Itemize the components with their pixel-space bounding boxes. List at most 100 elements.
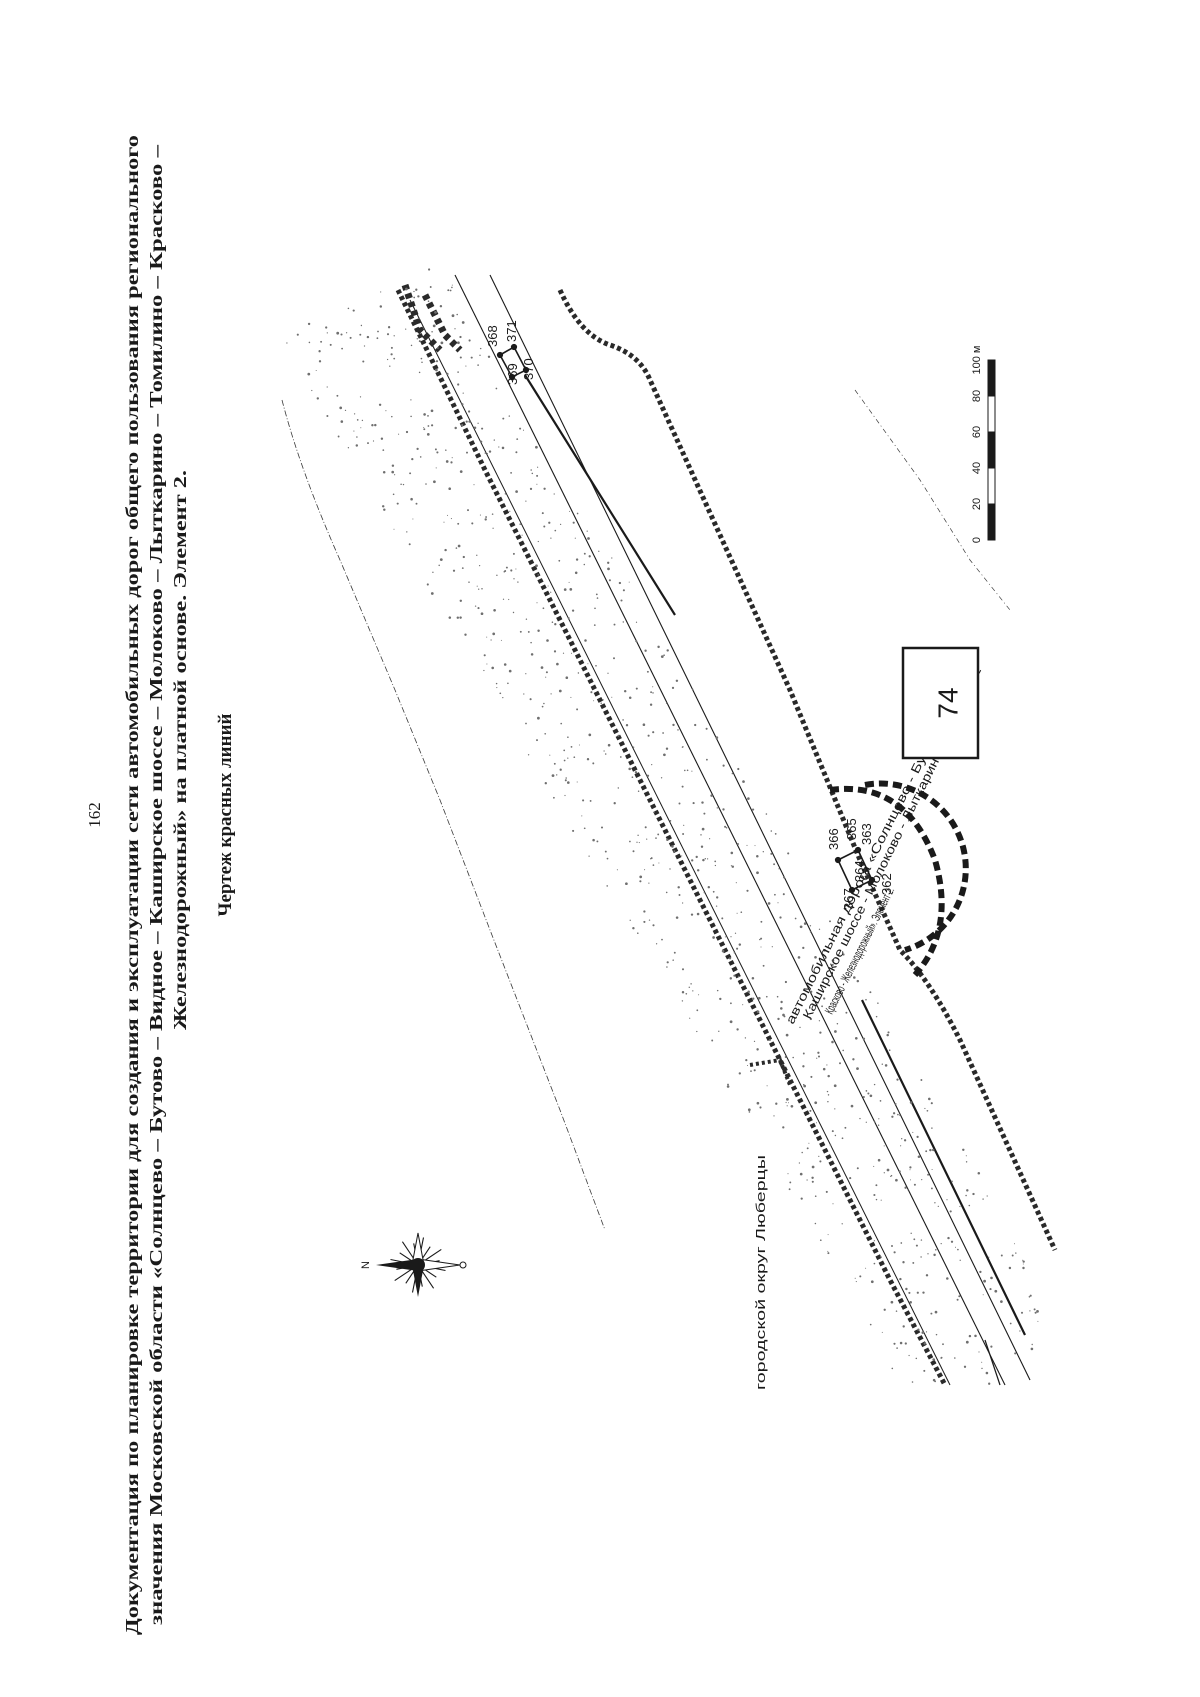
texture-dot <box>558 559 561 562</box>
texture-dot <box>567 617 570 620</box>
texture-dot <box>316 397 319 400</box>
terrain-lines <box>281 389 1011 1231</box>
texture-dot <box>690 913 694 916</box>
texture-dot <box>462 392 464 394</box>
texture-dot <box>923 1369 926 1372</box>
texture-dot <box>510 569 513 572</box>
texture-dot <box>958 1295 961 1298</box>
texture-dot <box>428 268 431 271</box>
texture-dot <box>689 1017 691 1019</box>
texture-dot <box>784 1056 787 1058</box>
texture-dot <box>814 1101 818 1105</box>
texture-dot <box>774 893 776 896</box>
texture-dot <box>391 415 393 418</box>
texture-dot <box>786 1098 789 1101</box>
texture-dot <box>771 946 773 948</box>
texture-dot <box>688 986 691 989</box>
texture-dot <box>363 345 366 347</box>
texture-dot <box>774 833 777 835</box>
texture-dot <box>451 314 455 318</box>
texture-dot <box>787 1173 789 1175</box>
page-number: 162 <box>85 802 104 828</box>
texture-dot <box>1015 1252 1017 1254</box>
texture-dot <box>756 1048 759 1051</box>
texture-dot <box>809 1017 813 1021</box>
texture-dot <box>747 1108 751 1112</box>
texture-dot <box>554 529 557 532</box>
texture-dot <box>900 1145 902 1147</box>
texture-dot <box>735 882 737 884</box>
texture-dot <box>923 1342 926 1345</box>
texture-dot <box>456 313 458 316</box>
texture-dot <box>417 295 420 298</box>
texture-dot <box>909 1179 912 1181</box>
texture-dot <box>887 1031 890 1034</box>
texture-dot <box>691 770 693 772</box>
texture-dot <box>423 413 426 416</box>
texture-dot <box>990 1345 993 1348</box>
texture-dot <box>543 702 545 705</box>
texture-dot <box>730 851 734 855</box>
texture-dot <box>752 997 755 1000</box>
boundary-chains <box>395 283 1058 1387</box>
texture-dot <box>326 386 328 388</box>
texture-dot <box>587 537 590 540</box>
texture-dot <box>716 989 719 992</box>
texture-dot <box>724 825 727 828</box>
texture-dot <box>940 1242 942 1245</box>
texture-dot <box>912 1131 914 1133</box>
texture-dot <box>701 827 705 831</box>
texture-dot <box>891 1115 894 1118</box>
texture-dot <box>778 868 780 870</box>
sheet-number: 74 <box>932 687 963 718</box>
texture-dot <box>536 739 538 742</box>
texture-dot <box>965 1161 968 1163</box>
texture-dot <box>883 1145 885 1147</box>
texture-dot <box>701 801 704 804</box>
texture-dot <box>683 824 685 826</box>
texture-dot <box>439 304 443 308</box>
texture-dot <box>686 769 689 772</box>
texture-dot <box>547 585 549 587</box>
texture-dot <box>445 460 449 463</box>
texture-dot <box>1019 1330 1021 1332</box>
texture-dot <box>942 1343 944 1346</box>
texture-dot <box>801 1151 803 1154</box>
texture-dot <box>1030 1347 1034 1351</box>
municipality-label: городской округ Люберцы <box>753 1155 768 1390</box>
texture-dot <box>784 980 787 984</box>
texture-dot <box>700 834 702 836</box>
texture-dot <box>652 692 654 694</box>
texture-dot <box>474 605 477 607</box>
texture-dot <box>940 1356 943 1359</box>
texture-dot <box>637 834 639 837</box>
texture-dot <box>827 1252 830 1255</box>
texture-dot <box>691 859 694 862</box>
texture-dot <box>746 844 748 846</box>
texture-dot <box>574 537 576 539</box>
texture-dot <box>909 1166 912 1169</box>
texture-dot <box>810 990 813 993</box>
texture-dot <box>361 419 364 422</box>
texture-dot <box>1031 1343 1033 1346</box>
texture-dot <box>890 1174 893 1177</box>
texture-dot <box>542 607 545 610</box>
texture-dot <box>360 427 362 429</box>
texture-dot <box>499 692 502 695</box>
texture-dot <box>696 1030 698 1033</box>
texture-dot <box>359 396 362 398</box>
texture-dot <box>675 679 679 683</box>
texture-dot <box>355 444 359 447</box>
texture-dot <box>529 487 533 491</box>
texture-dot <box>934 1310 938 1314</box>
texture-dot <box>825 1190 828 1193</box>
texture-dot <box>884 1064 888 1067</box>
texture-dot <box>465 420 468 423</box>
texture-dot <box>740 911 743 914</box>
texture-dot <box>569 588 573 591</box>
texture-dot <box>590 691 593 694</box>
texture-dot <box>543 487 546 490</box>
texture-dot <box>1036 1310 1039 1313</box>
texture-dot <box>639 880 642 883</box>
texture-dot <box>736 912 738 914</box>
